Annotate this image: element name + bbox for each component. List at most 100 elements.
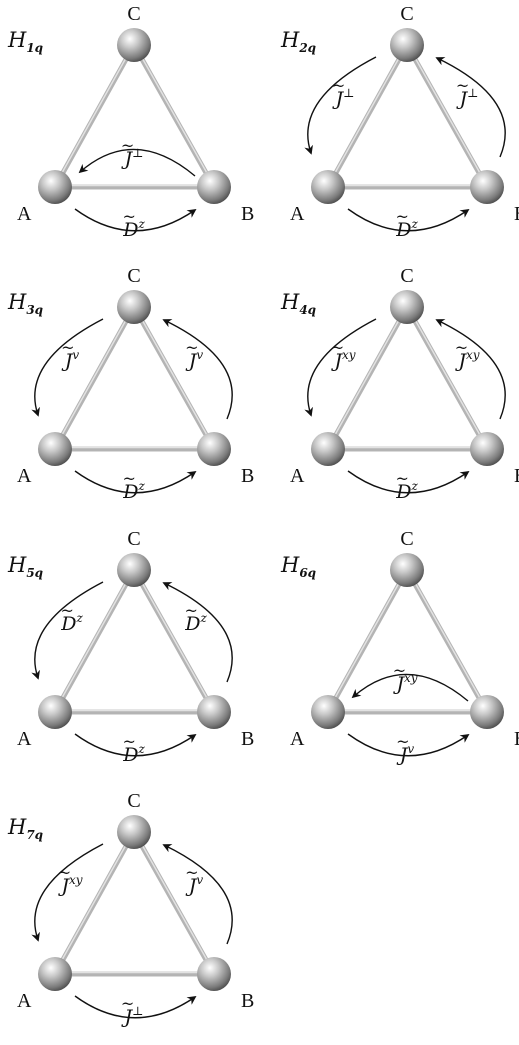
atom-b — [470, 695, 504, 729]
bond-ca-highlight — [54, 42, 135, 187]
coupling-label-outer-ab-tilde: ~ — [123, 207, 136, 226]
coupling-label-outer-ab-tilde: ~ — [121, 994, 134, 1013]
coupling-label-inner-ab-tilde: ~ — [121, 136, 134, 155]
node-label-c: C — [400, 265, 413, 287]
arrow-left-ca — [304, 318, 377, 417]
coupling-label-right-bc-tilde: ~ — [455, 338, 468, 357]
coupling-label-inner-ab: Jxy — [392, 671, 417, 695]
node-label-b: B — [241, 728, 254, 750]
panel-title: H4q — [280, 290, 316, 317]
panel-title: H5q — [7, 553, 43, 580]
atom-c — [117, 553, 151, 587]
coupling-label-left-ca: J⊥ — [332, 86, 355, 110]
arrow-inner-ab — [78, 148, 196, 177]
coupling-label-left-ca-tilde: ~ — [61, 601, 74, 620]
atom-a — [311, 432, 345, 466]
coupling-label-outer-ab: Jv — [396, 742, 415, 766]
node-label-c: C — [127, 790, 140, 812]
coupling-label-outer-ab: Dz — [122, 217, 145, 241]
arrow-right-bc — [435, 57, 506, 158]
panel-title: H1q — [7, 28, 43, 55]
arrow-outer-ab — [347, 733, 470, 757]
coupling-label-outer-ab: Dz — [395, 479, 418, 503]
coupling-label-outer-ab: Dz — [122, 742, 145, 766]
coupling-label-outer-ab: Dz — [122, 479, 145, 503]
node-label-a: A — [17, 203, 32, 225]
arrow-outer-ab — [74, 208, 197, 232]
coupling-label-outer-ab-tilde: ~ — [123, 732, 136, 751]
arrow-right-bc — [162, 844, 233, 945]
arrow-inner-ab — [351, 673, 469, 702]
atom-a — [38, 170, 72, 204]
node-label-a: A — [17, 465, 32, 487]
atom-c — [390, 553, 424, 587]
atom-c — [390, 290, 424, 324]
atom-c — [117, 290, 151, 324]
atom-b — [197, 432, 231, 466]
coupling-label-right-bc-tilde: ~ — [185, 601, 198, 620]
coupling-label-right-bc-tilde: ~ — [185, 863, 198, 882]
coupling-label-right-bc: J⊥ — [456, 86, 479, 110]
coupling-label-left-ca-tilde: ~ — [58, 863, 71, 882]
atom-b — [470, 432, 504, 466]
node-label-a: A — [17, 728, 32, 750]
atom-a — [311, 170, 345, 204]
bond-bc-highlight — [133, 567, 215, 712]
atom-b — [197, 957, 231, 991]
panel-title: H3q — [7, 290, 43, 317]
node-label-b: B — [241, 203, 254, 225]
arrow-outer-ab — [74, 995, 197, 1019]
coupling-label-right-bc: Dz — [184, 611, 207, 635]
coupling-label-right-bc-tilde: ~ — [456, 76, 469, 95]
atom-a — [311, 695, 345, 729]
bond-ca-highlight — [54, 567, 135, 712]
coupling-label-outer-ab-tilde: ~ — [396, 469, 409, 488]
arrow-left-ca — [31, 843, 104, 942]
bond-ca-highlight — [327, 304, 408, 449]
node-label-b: B — [241, 465, 254, 487]
atom-c — [117, 815, 151, 849]
bond-bc-highlight — [406, 42, 488, 187]
arrow-outer-ab — [347, 470, 470, 494]
node-label-b: B — [241, 990, 254, 1012]
coupling-label-left-ca: Dz — [60, 611, 83, 635]
coupling-label-left-ca: Jxy — [57, 873, 82, 897]
arrow-left-ca — [31, 318, 104, 417]
coupling-label-left-ca-tilde: ~ — [332, 76, 345, 95]
node-label-c: C — [127, 528, 140, 550]
panel-h2: ABCH2qJ⊥~J⊥~Dz~ — [280, 3, 519, 241]
arrow-right-bc — [435, 319, 506, 420]
coupling-label-inner-ab: J⊥ — [121, 146, 144, 170]
node-label-c: C — [127, 3, 140, 25]
bond-ca-highlight — [54, 304, 135, 449]
arrow-left-ca — [304, 56, 377, 155]
node-label-a: A — [17, 990, 32, 1012]
atom-a — [38, 432, 72, 466]
node-label-a: A — [290, 203, 305, 225]
atom-b — [197, 695, 231, 729]
atom-a — [38, 957, 72, 991]
panel-h4: ABCH4qJxy~Jxy~Dz~ — [280, 265, 519, 503]
coupling-label-left-ca-tilde: ~ — [331, 338, 344, 357]
atom-b — [470, 170, 504, 204]
coupling-label-left-ca: Jxy — [330, 348, 355, 372]
bond-ca-highlight — [54, 829, 135, 974]
atom-b — [197, 170, 231, 204]
bond-bc-highlight — [133, 304, 215, 449]
coupling-label-outer-ab-tilde: ~ — [123, 469, 136, 488]
panel-title: H6q — [280, 553, 316, 580]
node-label-a: A — [290, 465, 305, 487]
panel-title: H2q — [280, 28, 316, 55]
coupling-label-outer-ab-tilde: ~ — [396, 207, 409, 226]
atom-c — [117, 28, 151, 62]
bond-bc-highlight — [133, 42, 215, 187]
coupling-label-right-bc-tilde: ~ — [185, 338, 198, 357]
node-label-c: C — [127, 265, 140, 287]
coupling-label-outer-ab-tilde: ~ — [396, 732, 409, 751]
coupling-label-outer-ab: J⊥ — [121, 1004, 144, 1028]
arrow-right-bc — [162, 582, 233, 683]
